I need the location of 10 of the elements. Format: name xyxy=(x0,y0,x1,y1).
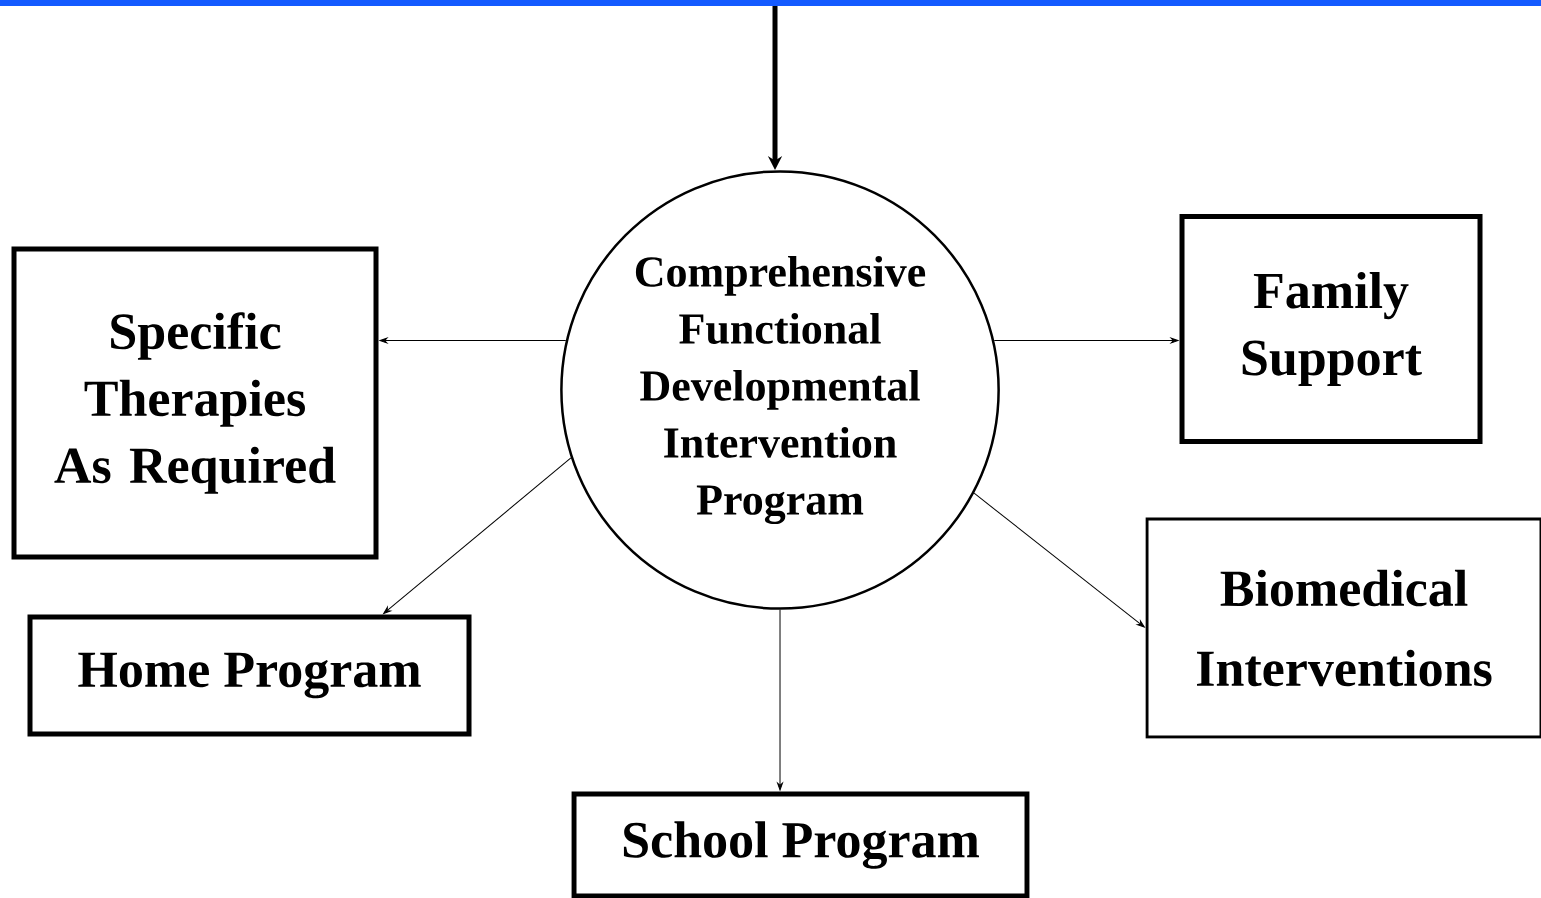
arrow xyxy=(777,609,783,791)
process-box: Family Support xyxy=(1179,214,1483,444)
arrow xyxy=(993,337,1179,344)
arrow xyxy=(383,457,572,615)
arrow xyxy=(973,492,1145,628)
process-box: Home Program xyxy=(27,614,472,737)
arrow xyxy=(379,337,567,344)
process-box: School Program xyxy=(571,791,1030,898)
process-box: Biomedical Interventions xyxy=(1145,517,1541,739)
process-box: Specific Therapies As Required xyxy=(11,246,379,560)
